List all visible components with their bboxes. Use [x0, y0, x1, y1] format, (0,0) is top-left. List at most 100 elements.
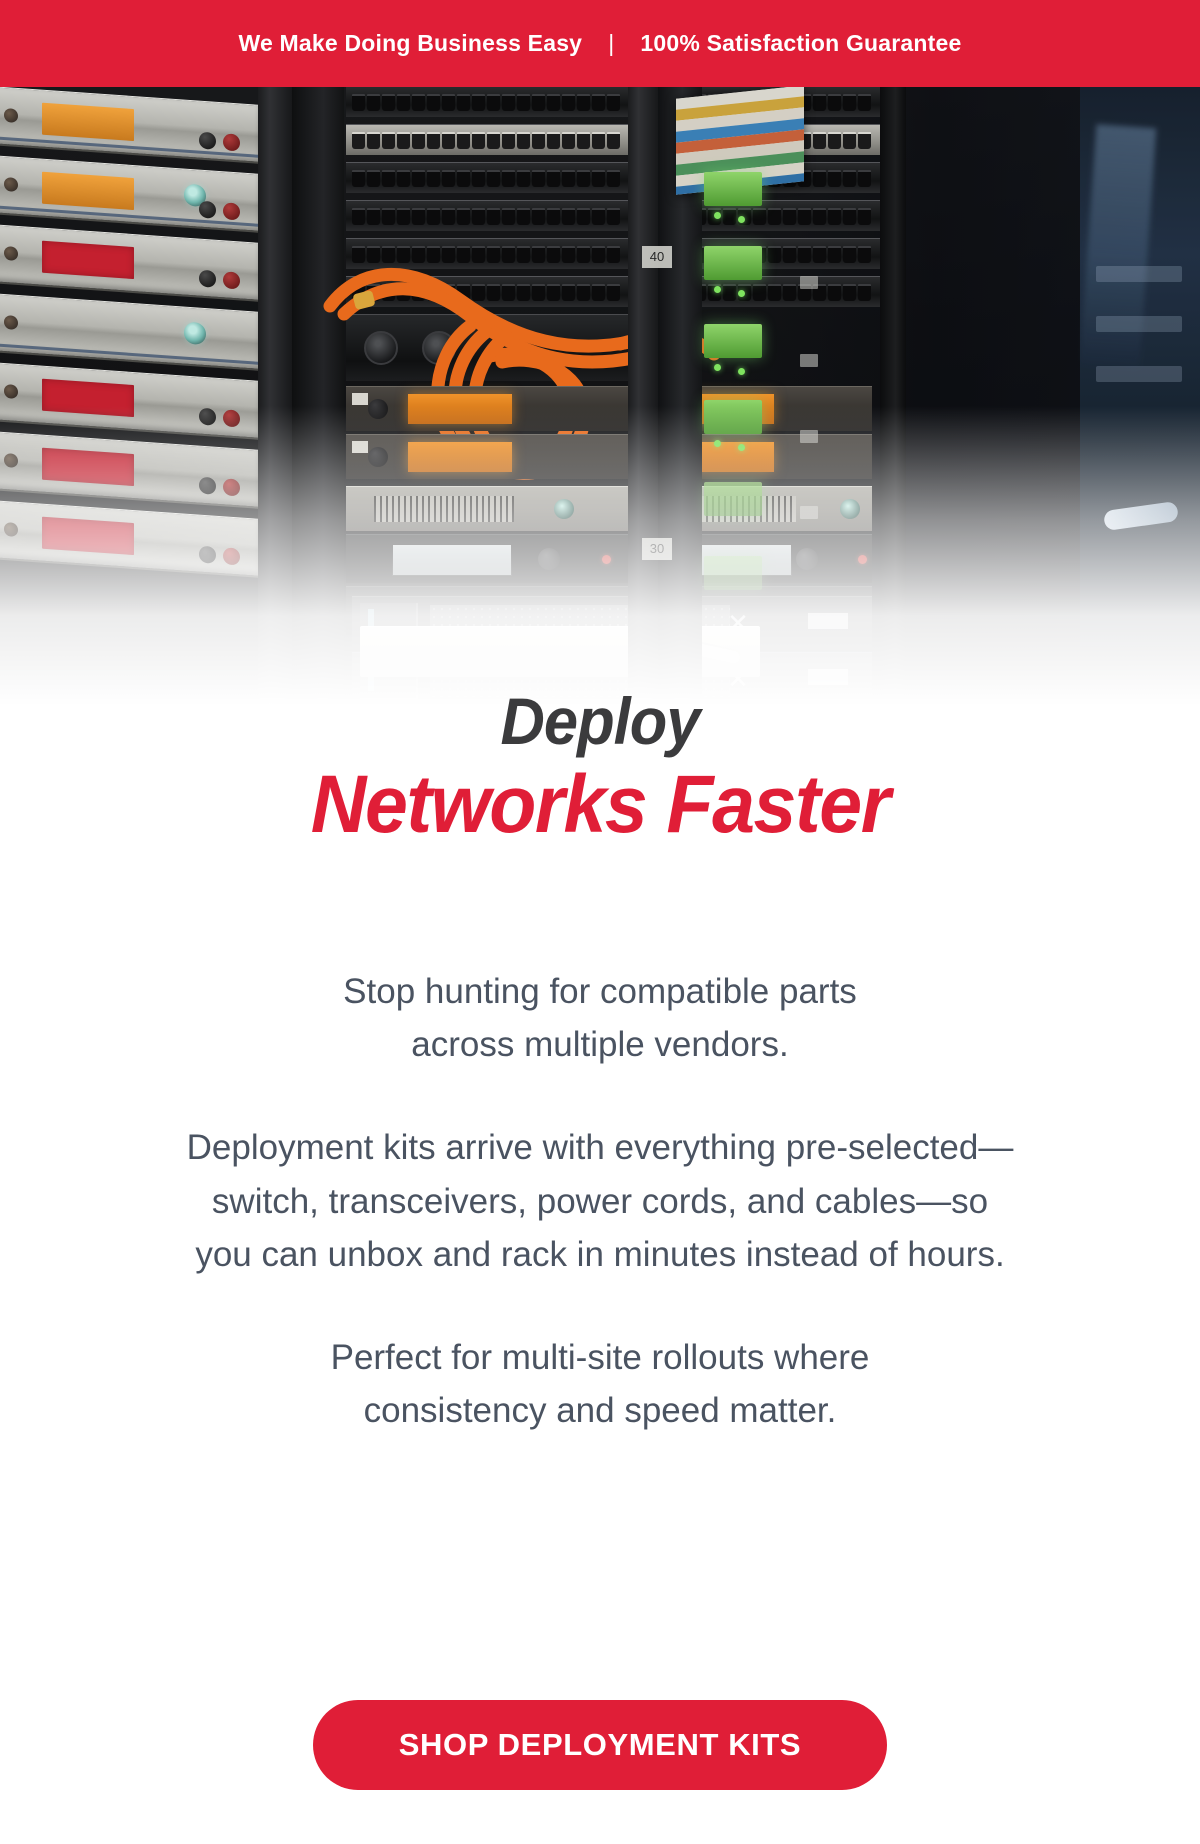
rj45-jack-icon	[532, 283, 545, 301]
rj45-jack-icon	[532, 131, 545, 149]
jack-teal-icon	[184, 321, 206, 346]
binding-post-black-icon	[199, 269, 216, 288]
body-paragraph-2-line-1: Deployment kits arrive with everything p…	[186, 1128, 1014, 1168]
rj45-jack-icon	[442, 245, 455, 263]
rj45-jack-icon	[592, 283, 605, 301]
rj45-jack-icon	[352, 207, 365, 225]
rj45-jack-icon	[382, 245, 395, 263]
rj45-jack-icon	[472, 93, 485, 111]
rj45-jack-icon	[813, 207, 826, 225]
rj45-jack-icon	[412, 207, 425, 225]
rj45-jack-icon	[367, 169, 380, 187]
rj45-jack-icon	[457, 93, 470, 111]
rj45-jack-icon	[472, 131, 485, 149]
rj45-jack-icon	[828, 93, 841, 111]
rj45-jack-icon	[607, 169, 620, 187]
rj45-jack-icon	[397, 131, 410, 149]
rj45-jack-icon	[547, 131, 560, 149]
body-copy: Stop hunting for compatible parts across…	[0, 965, 1200, 1437]
rack-clip-icon	[800, 276, 818, 289]
rj45-jack-icon	[487, 283, 500, 301]
binding-post-red-icon	[223, 133, 240, 152]
rj45-jack-icon	[472, 169, 485, 187]
rj45-jack-icon	[367, 245, 380, 263]
rj45-jack-icon	[813, 131, 826, 149]
green-dot-icon	[738, 216, 745, 223]
rj45-jack-icon	[487, 131, 500, 149]
rj45-jack-icon	[532, 245, 545, 263]
rj45-jack-icon	[442, 93, 455, 111]
rj45-jack-icon	[427, 131, 440, 149]
headline-line-2: Networks Faster	[310, 759, 891, 850]
promo-divider: |	[608, 30, 615, 56]
rj45-jack-icon	[487, 207, 500, 225]
rj45-jack-icon	[828, 207, 841, 225]
rack-unit	[0, 155, 260, 233]
rj45-jack-icon	[843, 245, 856, 263]
rj45-jack-icon	[367, 131, 380, 149]
rj45-jack-icon	[427, 93, 440, 111]
rj45-jack-icon	[798, 245, 811, 263]
rj45-jack-icon	[753, 283, 766, 301]
binding-post-black-icon	[199, 200, 216, 219]
rj45-jack-icon	[813, 245, 826, 263]
binding-post-red-icon	[223, 271, 240, 290]
green-dot-icon	[714, 212, 721, 219]
patch-panel-row	[346, 200, 636, 231]
rj45-jack-icon	[547, 207, 560, 225]
rj45-jack-icon	[562, 283, 575, 301]
unit-label	[352, 393, 368, 405]
rj45-jack-icon	[562, 207, 575, 225]
hero-bottom-fade	[0, 406, 1200, 706]
body-paragraph-3-line-2: consistency and speed matter.	[363, 1391, 837, 1431]
binding-post-red-icon	[223, 202, 240, 221]
body-paragraph-1-line-2: across multiple vendors.	[411, 1025, 789, 1065]
rj45-jack-icon	[562, 131, 575, 149]
rj45-jack-icon	[427, 169, 440, 187]
rj45-jack-icon	[607, 245, 620, 263]
rj45-jack-icon	[577, 207, 590, 225]
knob-icon	[4, 176, 18, 192]
rj45-jack-icon	[547, 169, 560, 187]
knob-icon	[4, 107, 18, 123]
rj45-jack-icon	[828, 245, 841, 263]
rj45-jack-icon	[577, 131, 590, 149]
rj45-jack-icon	[592, 207, 605, 225]
rj45-jack-icon	[502, 245, 515, 263]
rj45-jack-icon	[442, 169, 455, 187]
rj45-jack-icon	[487, 169, 500, 187]
rj45-jack-icon	[352, 169, 365, 187]
binding-post-black-icon	[199, 131, 216, 150]
rj45-jack-icon	[382, 169, 395, 187]
rj45-jack-icon	[517, 93, 530, 111]
rj45-jack-icon	[798, 207, 811, 225]
rj45-jack-icon	[427, 207, 440, 225]
hero-image: ✕ ✕	[0, 86, 1200, 706]
rj45-jack-icon	[858, 245, 871, 263]
rj45-jack-icon	[783, 207, 796, 225]
rj45-jack-icon	[457, 207, 470, 225]
rj45-jack-icon	[828, 283, 841, 301]
rj45-jack-icon	[442, 131, 455, 149]
rj45-jack-icon	[532, 207, 545, 225]
rj45-jack-icon	[592, 169, 605, 187]
rj45-jack-icon	[828, 169, 841, 187]
rj45-jack-icon	[768, 245, 781, 263]
rj45-jack-icon	[843, 131, 856, 149]
rj45-jack-icon	[532, 93, 545, 111]
green-indicator-icon	[704, 172, 762, 206]
rj45-jack-icon	[723, 283, 736, 301]
rj45-jack-icon	[517, 169, 530, 187]
rj45-jack-icon	[487, 93, 500, 111]
green-dot-icon	[738, 368, 745, 375]
knob-icon	[4, 245, 18, 261]
rj45-jack-icon	[532, 169, 545, 187]
rj45-jack-icon	[412, 245, 425, 263]
rj45-jack-icon	[843, 93, 856, 111]
rj45-jack-icon	[412, 131, 425, 149]
headline-line-1: Deploy	[500, 684, 700, 758]
rj45-jack-icon	[427, 245, 440, 263]
unit-stripe	[0, 343, 260, 365]
shop-deployment-kits-button[interactable]: SHOP DEPLOYMENT KITS	[312, 1700, 888, 1790]
rj45-jack-icon	[577, 283, 590, 301]
